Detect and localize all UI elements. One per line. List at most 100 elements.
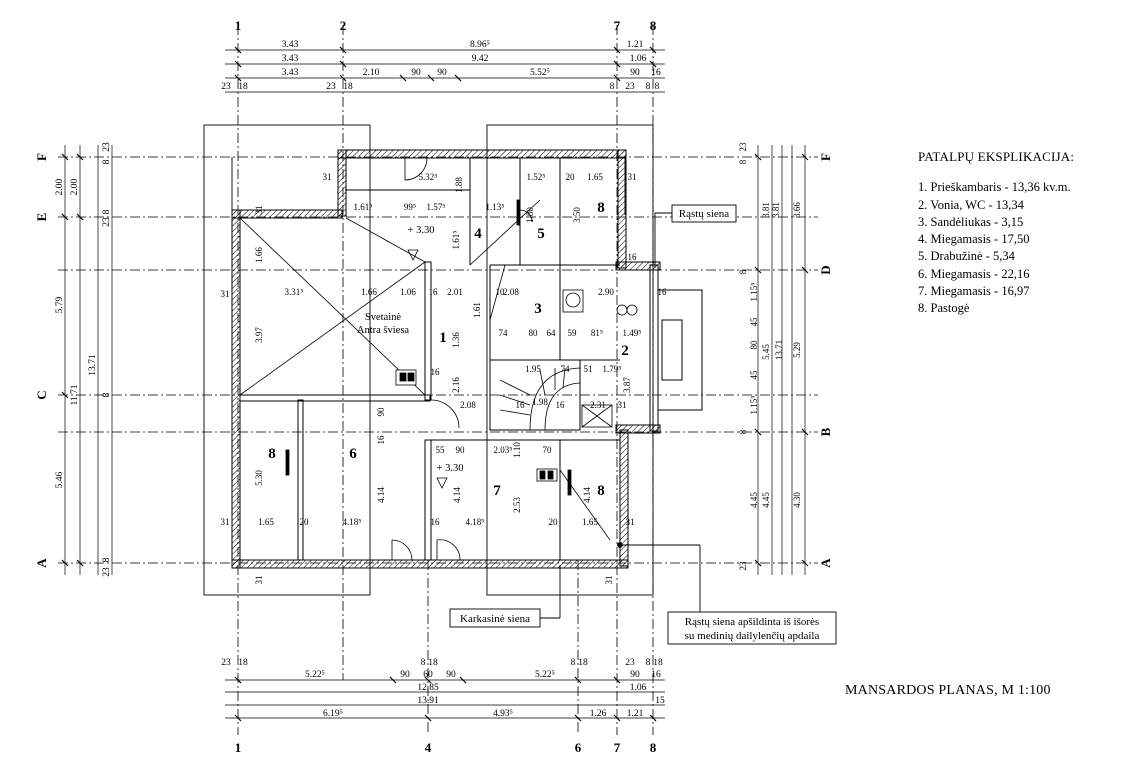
dim-text: 90 bbox=[411, 68, 421, 78]
dim-text: 20 bbox=[300, 517, 310, 527]
room-number-2: 2 bbox=[621, 343, 629, 359]
dim-text: 23 bbox=[102, 217, 112, 227]
callout-rastu-apsildinta-line2: su medinių dailylenčių apdaila bbox=[685, 630, 820, 642]
axis-label-C-left: C bbox=[34, 390, 49, 399]
callout-rastu-apsildinta-line1: Rąstų siena apšildinta iš išorės bbox=[685, 616, 819, 628]
dim-text: 8 bbox=[102, 392, 112, 397]
dim-text: 13.91 bbox=[417, 696, 439, 706]
dim-text: 8 bbox=[421, 658, 426, 668]
room-number-8: 8 bbox=[268, 446, 276, 462]
dim-text: 23 bbox=[326, 82, 336, 92]
axis-labels: 1 2 7 8 1 4 6 7 8 bbox=[235, 18, 657, 755]
dim-text: 1.10 bbox=[512, 442, 522, 458]
axis-letters-left: F E C A F D B A bbox=[34, 153, 833, 568]
dim-text: 5.22⁵ bbox=[305, 670, 325, 680]
dim-text: 1.26 bbox=[590, 709, 607, 719]
dim-text: 16 bbox=[651, 68, 661, 78]
dim-text: 8 bbox=[738, 269, 748, 274]
dim-text: 90 bbox=[630, 68, 640, 78]
dim-text: 2.03⁵ bbox=[494, 445, 513, 455]
doors bbox=[391, 157, 533, 561]
dim-text: 5.79 bbox=[55, 296, 65, 313]
dim-text: 1.65 bbox=[587, 172, 603, 182]
dim-text: 16 bbox=[431, 367, 441, 377]
dim-text: 8 bbox=[102, 557, 112, 562]
room-numbers: 1 2 3 4 5 6 7 8 8 8 bbox=[268, 200, 629, 499]
dim-text: 18 bbox=[428, 658, 438, 668]
dim-text: 20 bbox=[566, 172, 576, 182]
dim-text: 5.29 bbox=[792, 342, 802, 358]
dim-text: 74 bbox=[561, 364, 571, 374]
dim-text: 16 bbox=[516, 400, 526, 410]
axis-label-B-right: B bbox=[818, 427, 833, 436]
dim-text: 1.49⁵ bbox=[623, 328, 642, 338]
dim-text: 8 bbox=[646, 658, 651, 668]
dim-text: 2.08 bbox=[460, 400, 476, 410]
dim-text: 8 bbox=[655, 82, 660, 92]
staircase bbox=[499, 367, 613, 431]
dim-text: 5.30 bbox=[254, 470, 264, 486]
dim-text: 1.65 bbox=[258, 517, 274, 527]
dim-text: 1.06 bbox=[630, 683, 647, 693]
dim-text: 23 bbox=[738, 561, 748, 571]
dim-text: 16 bbox=[376, 435, 386, 445]
dim-text: 2.31 bbox=[590, 400, 606, 410]
dim-text: 10 bbox=[496, 287, 506, 297]
dim-text: 3.97 bbox=[254, 327, 264, 343]
dim-text: 23 bbox=[625, 658, 635, 668]
room-number-8: 8 bbox=[597, 483, 605, 499]
dim-text: 1.80 bbox=[525, 207, 535, 223]
axis-label-4-bottom: 4 bbox=[425, 740, 432, 755]
room-label-antra-sviesa: Antra šviesa bbox=[357, 325, 410, 336]
dim-text: 9.42 bbox=[472, 54, 489, 64]
dim-text: 90 bbox=[630, 670, 640, 680]
dims-right: 23 8 8 8 23 1.15⁵ 45 80 45 1.15⁵ 4.45 3.… bbox=[738, 142, 802, 571]
dim-text: 1.88 bbox=[454, 177, 464, 193]
dim-text: 5.32⁵ bbox=[419, 172, 438, 182]
level-marker-text: + 3.30 bbox=[408, 225, 435, 236]
dimension-ticks bbox=[61, 46, 809, 722]
dim-text: 80 bbox=[749, 340, 759, 350]
axis-label-1-bottom: 1 bbox=[235, 740, 242, 755]
dim-text: 3.31⁵ bbox=[285, 287, 304, 297]
dim-text: 80 bbox=[529, 328, 539, 338]
dim-text: 4.30 bbox=[792, 492, 802, 508]
axis-label-8-top: 8 bbox=[650, 18, 657, 33]
dim-text: 1.79⁵ bbox=[603, 364, 622, 374]
legend-item: 1. Prieškambaris - 13,36 kv.m. bbox=[918, 180, 1071, 195]
axis-label-A-left: A bbox=[34, 558, 49, 568]
dim-text: 51 bbox=[584, 364, 593, 374]
dim-text: 1.21 bbox=[627, 709, 644, 719]
dim-text: 8 bbox=[102, 209, 112, 214]
legend-item: 5. Drabužinė - 5,34 bbox=[918, 249, 1015, 264]
dim-text: 4.93⁵ bbox=[493, 709, 513, 719]
axis-label-2-top: 2 bbox=[340, 18, 347, 33]
axis-label-1-top: 1 bbox=[235, 18, 242, 33]
dim-text: 8 bbox=[738, 429, 748, 434]
dim-text: 4.18⁵ bbox=[343, 517, 362, 527]
dim-text: 90 bbox=[400, 670, 410, 680]
room-number-5: 5 bbox=[537, 226, 545, 242]
room-legend: PATALPŲ EKSPLIKACIJA: 1. Prieškambaris -… bbox=[918, 148, 1074, 318]
dim-text: 4.14 bbox=[376, 487, 386, 503]
dim-text: 3.81 bbox=[761, 202, 771, 218]
room-labels: Svetainė Antra šviesa + 3.30 + 3.30 bbox=[357, 225, 464, 474]
dim-text: 23 bbox=[102, 142, 112, 152]
legend-item: 3. Sandėliukas - 3,15 bbox=[918, 214, 1024, 229]
dim-text: 18 bbox=[238, 82, 248, 92]
dim-text: 1.15⁵ bbox=[749, 396, 759, 415]
legend-item: 6. Miegamasis - 22,16 bbox=[918, 266, 1030, 281]
dim-text: 31 bbox=[323, 172, 332, 182]
axis-label-D-right: D bbox=[818, 265, 833, 274]
dim-text: 90 bbox=[446, 670, 456, 680]
axis-label-7-bottom: 7 bbox=[614, 740, 621, 755]
legend-item: 7. Miegamasis - 16,97 bbox=[918, 284, 1030, 299]
dim-text: 4.18⁵ bbox=[466, 517, 485, 527]
level-marker-text: + 3.30 bbox=[437, 463, 464, 474]
dim-text: 1.98 bbox=[532, 397, 548, 407]
dim-text: 1.52⁵ bbox=[527, 172, 546, 182]
dim-text: 23 bbox=[625, 82, 635, 92]
dim-text: 45 bbox=[749, 370, 759, 380]
dim-text: 16 bbox=[651, 670, 661, 680]
dim-text: 3.43 bbox=[282, 68, 299, 78]
